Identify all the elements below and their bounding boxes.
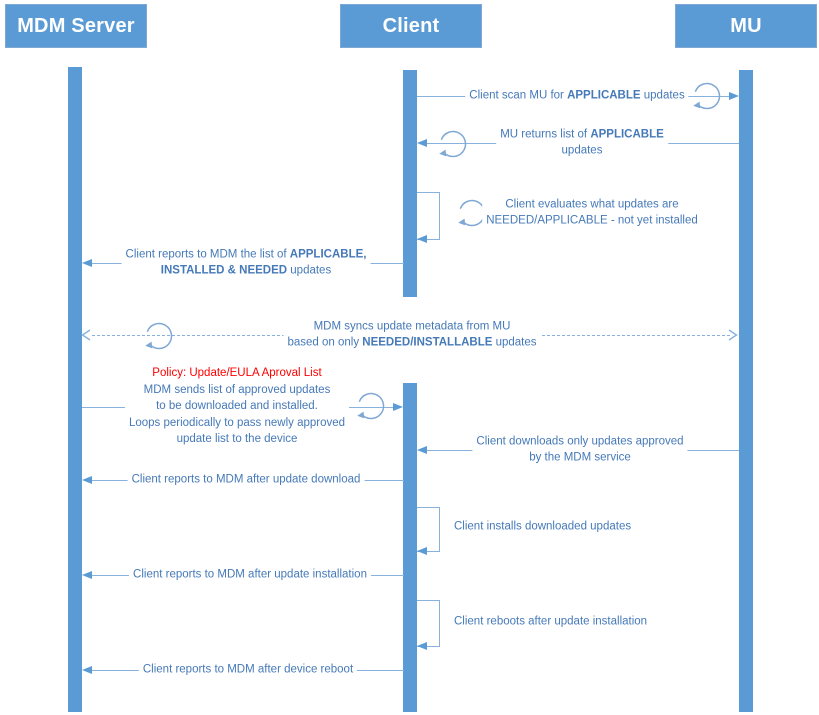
- message-label-evaluate: Client evaluates what updates are NEEDED…: [482, 197, 702, 229]
- message-label-install: Client installs downloaded updates: [454, 520, 632, 533]
- lifeline-mu: [739, 70, 753, 712]
- loop-icon-policy: [357, 392, 385, 420]
- actor-box-mu: MU: [675, 4, 817, 48]
- arrowhead-policy: [393, 402, 403, 411]
- message-label-report-list: Client reports to MDM the list of APPLIC…: [121, 247, 371, 279]
- message-label-reboot: Client reboots after update installation: [454, 615, 648, 628]
- lifeline-client-segment-2: [403, 383, 417, 712]
- loop-icon-sync: [145, 322, 173, 350]
- arrowhead-scan: [729, 91, 739, 100]
- arrowhead-evaluate: [417, 234, 427, 243]
- lifeline-mdm-server: [68, 67, 82, 712]
- actor-label-client: Client: [382, 14, 440, 37]
- actor-box-mdm-server: MDM Server: [5, 4, 147, 48]
- message-label-policy: Policy: Update/EULA Aproval List MDM sen…: [124, 364, 350, 448]
- arrowhead-mu-returns: [417, 138, 427, 147]
- actor-box-client: Client: [340, 4, 482, 48]
- message-label-report-install: Client reports to MDM after update insta…: [129, 567, 371, 583]
- open-arrowhead-sync-left: [81, 329, 91, 341]
- arrowhead-reboot: [417, 641, 427, 650]
- message-label-mu-returns: MU returns list of APPLICABLE updates: [496, 127, 668, 159]
- lifeline-client-segment-1: [403, 70, 417, 297]
- loop-icon-mu-returns: [439, 130, 467, 158]
- arrowhead-report-list: [82, 258, 92, 267]
- message-label-scan: Client scan MU for APPLICABLE updates: [465, 88, 689, 104]
- loop-icon-scan: [693, 82, 721, 110]
- actor-label-mdm-server: MDM Server: [17, 14, 135, 37]
- self-message-bracket-evaluate: [417, 192, 440, 240]
- arrowhead-install: [417, 546, 427, 555]
- message-label-download: Client downloads only updates approved b…: [472, 434, 688, 466]
- arrowhead-report-install: [82, 570, 92, 579]
- self-message-bracket-install: [417, 507, 440, 552]
- policy-title: Policy: Update/EULA Aproval List: [152, 366, 322, 379]
- arrowhead-report-download: [82, 475, 92, 484]
- self-message-bracket-reboot: [417, 600, 440, 647]
- open-arrowhead-sync-right: [728, 329, 738, 341]
- message-label-report-reboot: Client reports to MDM after device reboo…: [138, 662, 358, 678]
- message-label-report-download: Client reports to MDM after update downl…: [127, 472, 365, 488]
- message-label-sync: MDM syncs update metadata from MU based …: [283, 319, 541, 351]
- arrowhead-download: [417, 445, 427, 454]
- actor-label-mu: MU: [730, 14, 762, 37]
- arrowhead-report-reboot: [82, 665, 92, 674]
